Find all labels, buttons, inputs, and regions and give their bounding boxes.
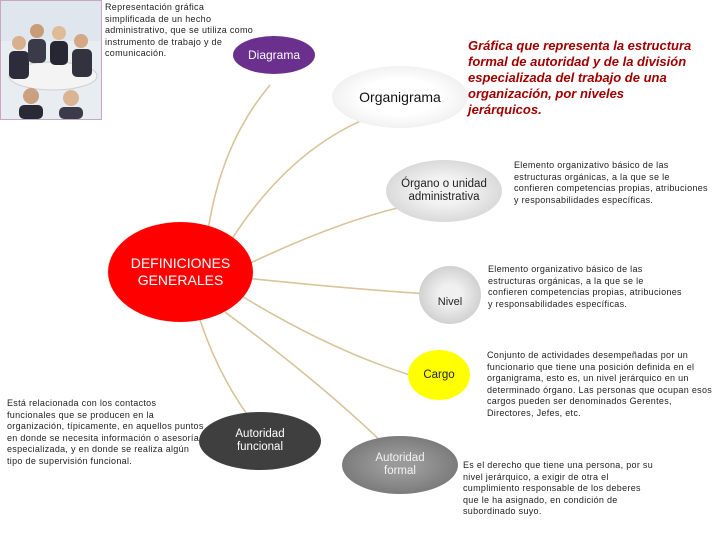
autoridad-funcional-description: Está relacionada con los contactos funci…	[7, 398, 205, 467]
nivel-node[interactable]: Nivel	[419, 266, 481, 324]
organigrama-node[interactable]: Organigrama	[332, 66, 468, 128]
diagrama-label: Diagrama	[248, 48, 300, 62]
diagrama-description: Representación gráfica simplificada de u…	[105, 2, 255, 60]
center-node[interactable]: DEFINICIONES GENERALES	[108, 222, 253, 322]
autoridad-formal-node[interactable]: Autoridad formal	[342, 436, 458, 494]
organo-node[interactable]: Órgano o unidad administrativa	[386, 160, 502, 222]
connector-cargo	[240, 295, 410, 375]
autoridad-formal-description: Es el derecho que tiene una persona, por…	[463, 460, 659, 518]
cargo-description: Conjunto de actividades desempeñadas por…	[487, 350, 713, 419]
organo-label: Órgano o unidad administrativa	[398, 178, 490, 204]
connector-autoridad-funcional	[200, 320, 255, 425]
organo-description: Elemento organizativo básico de las estr…	[514, 160, 710, 206]
meeting-photo	[0, 0, 102, 120]
organigrama-label: Organigrama	[359, 89, 441, 105]
organigrama-description: Gráfica que representa la estructura for…	[468, 38, 700, 118]
autoridad-funcional-label: Autoridad funcional	[219, 428, 301, 454]
nivel-description: Elemento organizativo básico de las estr…	[488, 264, 686, 310]
cargo-label: Cargo	[423, 369, 454, 381]
diagrama-node[interactable]: Diagrama	[233, 36, 315, 74]
connector-nivel	[245, 278, 445, 295]
cargo-node[interactable]: Cargo	[408, 350, 470, 400]
business-meeting-photo-icon	[1, 1, 101, 119]
connector-organigrama	[222, 110, 390, 255]
nivel-label: Nivel	[438, 296, 462, 308]
autoridad-funcional-node[interactable]: Autoridad funcional	[199, 412, 321, 470]
autoridad-formal-label: Autoridad formal	[362, 452, 438, 478]
center-label: DEFINICIONES GENERALES	[118, 255, 243, 289]
